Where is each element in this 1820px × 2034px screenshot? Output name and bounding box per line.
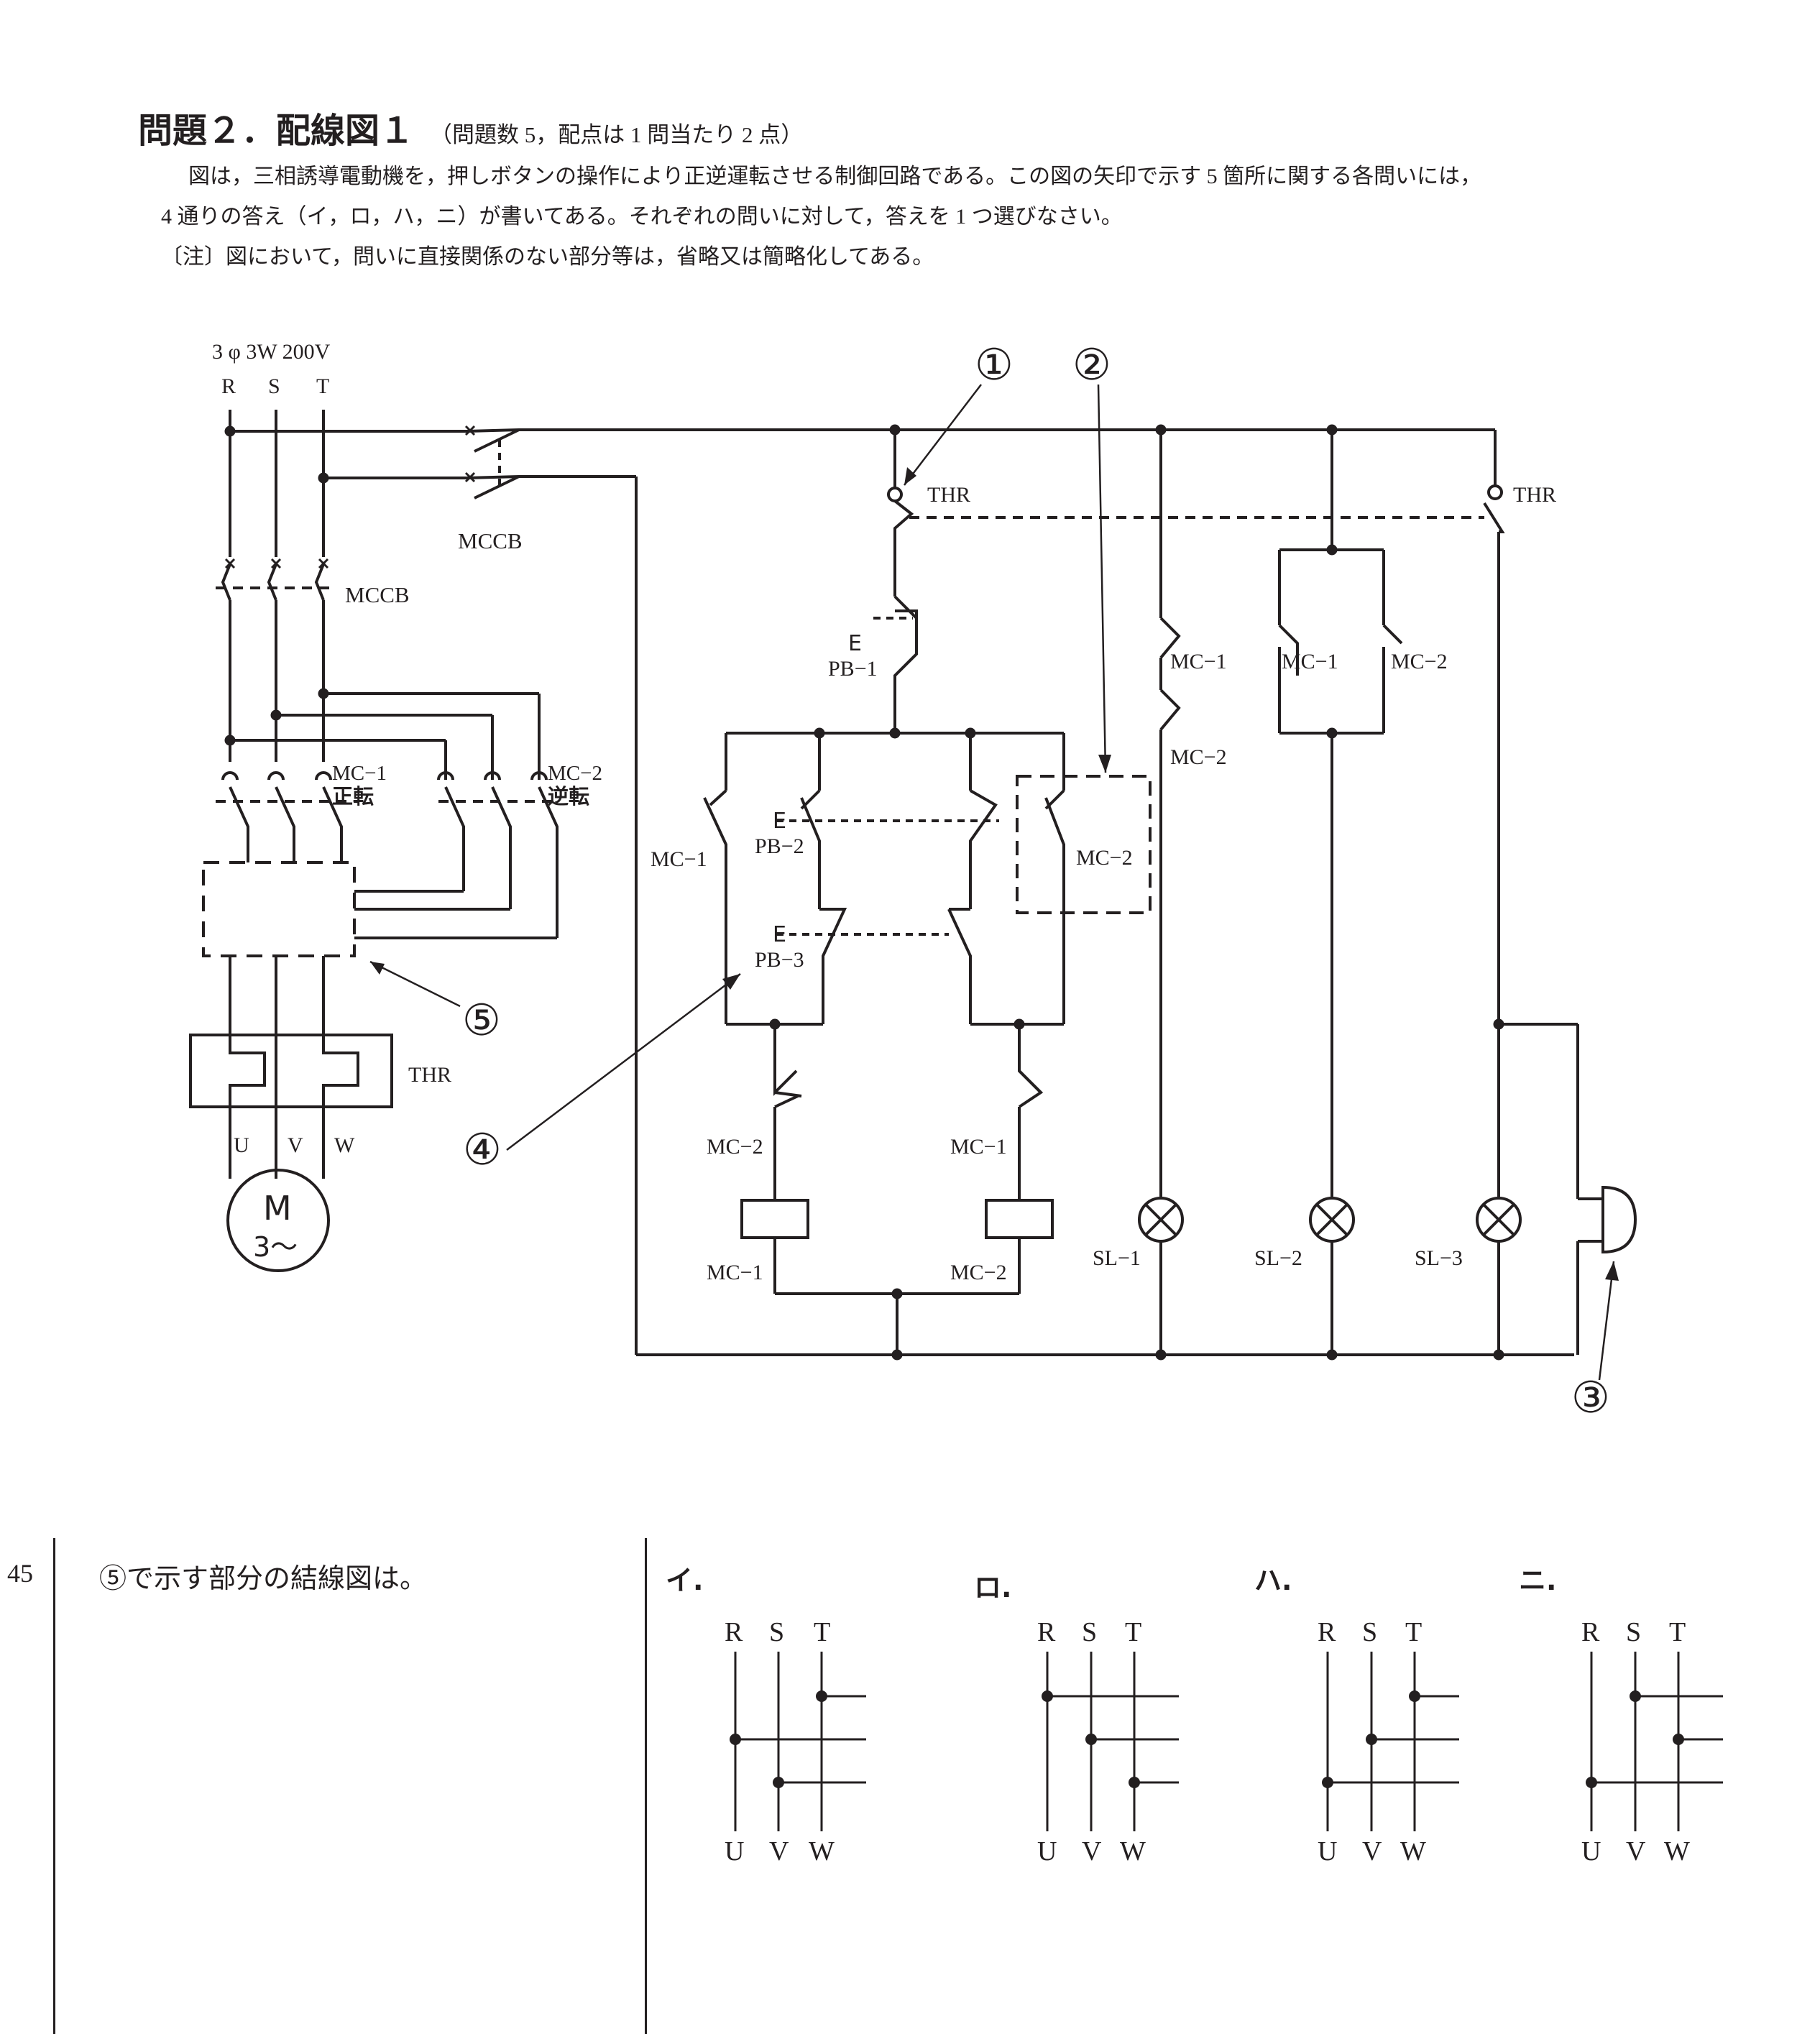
option-ha-top-t: T [1405,1617,1422,1647]
page-subtitle: （問題数 5，配点は 1 問当たり 2 点） [430,122,804,147]
mc1-sl-label: MC−1 [1170,650,1227,673]
option-ha-top-r: R [1318,1617,1336,1647]
option-ha-bottom-v: V [1362,1836,1382,1867]
forward-label: 正転 [332,784,374,809]
option-ro-label: ロ. [974,1572,1011,1603]
motor-sub-label: 3〜 [253,1231,298,1263]
sl1-label: SL−1 [1093,1246,1141,1270]
option-i-top-r: R [725,1617,743,1647]
description-line-2: 4 通りの答え（イ，ロ，ハ，ニ）が書いてある。それぞれの問いに対して，答えを 1… [161,205,1123,229]
option-ha-top-s: S [1362,1617,1377,1647]
option-ni[interactable]: ニ. R S T U V W [1519,1565,1723,1867]
pb3-e-label: E [773,922,786,947]
mc2-sl-label: MC−2 [1170,745,1227,769]
option-ha[interactable]: ハ. R S T U V W [1254,1565,1459,1867]
thr-main-label: THR [408,1063,451,1087]
sl2-label: SL−2 [1254,1246,1302,1270]
option-i-top-s: S [769,1617,784,1647]
option-ro-top-t: T [1125,1617,1141,1647]
main-mccb-label: MCCB [345,582,410,607]
option-ro-bottom-u: U [1037,1836,1057,1867]
mc1-main-label: MC−1 [332,762,387,785]
supply-label: 3 φ 3W 200V [212,340,331,364]
pb1-e-label: E [848,631,862,656]
pb1-label: PB−1 [828,657,878,681]
mc2-coil-label: MC−2 [950,1261,1007,1284]
option-ni-label: ニ. [1519,1565,1556,1596]
u-terminal-label: U [234,1133,249,1157]
callout-5: ⑤ [462,995,501,1046]
option-i-top-t: T [814,1617,830,1647]
wiring-diagram: 3 φ 3W 200V R S T MCCB MCCB MC−1 正転 MC−2… [189,340,1637,1423]
phase-s-label: S [268,374,280,398]
option-ro-bottom-w: W [1120,1836,1146,1867]
mc2-sl2-label: MC−2 [1391,650,1448,673]
option-ro-top-r: R [1037,1617,1056,1647]
control-mccb-label: MCCB [458,528,523,553]
motor-label: M [263,1189,292,1228]
answer-options: イ. R S T U V W ロ. R S T U V W ハ. R S T U… [666,1565,1723,1867]
question-text: ⑤で示す部分の結線図は。 [99,1564,428,1594]
phase-r-label: R [221,374,236,398]
option-ha-bottom-w: W [1400,1836,1426,1867]
thr-ctrl-label-1: THR [927,483,970,507]
callout-4: ④ [463,1125,502,1175]
option-i-bottom-u: U [725,1836,744,1867]
option-i-bottom-w: W [809,1836,835,1867]
callout-2: ② [1072,340,1111,390]
question-divider-right [645,1538,647,2034]
pb2-e-label: E [773,809,786,834]
mc2-hold-label: MC−2 [1076,846,1133,870]
question-header: 問題２．配線図１ （問題数 5，配点は 1 問当たり 2 点） [138,102,803,152]
mc1-coil-label: MC−1 [707,1261,763,1284]
option-ni-bottom-u: U [1581,1836,1601,1867]
sl3-label: SL−3 [1415,1246,1463,1270]
option-i-bottom-v: V [769,1836,789,1867]
phase-t-label: T [316,374,329,398]
mc2-main-label: MC−2 [548,762,602,785]
description-line-1: 図は，三相誘導電動機を，押しボタンの操作により正逆運転させる制御回路である。この… [188,165,1482,188]
option-ha-label: ハ. [1254,1565,1292,1596]
mc1-sl2-label: MC−1 [1282,650,1338,673]
pb2-label: PB−2 [755,834,804,858]
option-ni-top-s: S [1626,1617,1641,1647]
page-title: 問題２．配線図１ [138,111,415,151]
option-ni-bottom-v: V [1626,1836,1646,1867]
reverse-label: 逆転 [548,784,589,809]
option-i[interactable]: イ. R S T U V W [666,1565,866,1867]
mc1-hold-label: MC−1 [651,847,707,871]
option-ro-top-s: S [1082,1617,1097,1647]
option-i-label: イ. [666,1565,703,1596]
question-divider-left [53,1538,55,2034]
w-terminal-label: W [334,1133,355,1157]
callout-3: ③ [1571,1373,1610,1423]
mc2-interlock-label: MC−2 [707,1135,763,1159]
callout-1: ① [975,340,1014,390]
option-ni-top-t: T [1669,1617,1686,1647]
description-note: 〔注〕図において，問いに直接関係のない部分等は，省略又は簡略化してある。 [161,245,934,269]
option-ni-top-r: R [1581,1617,1600,1647]
mc1-interlock-label: MC−1 [950,1135,1007,1159]
option-ro[interactable]: ロ. R S T U V W [974,1572,1179,1867]
option-ni-bottom-w: W [1664,1836,1690,1867]
option-ro-bottom-v: V [1082,1836,1102,1867]
thr-ctrl-label-2: THR [1513,483,1556,507]
option-ha-bottom-u: U [1318,1836,1337,1867]
v-terminal-label: V [288,1133,303,1157]
question-number: 45 [7,1559,33,1588]
pb3-label: PB−3 [755,948,804,972]
